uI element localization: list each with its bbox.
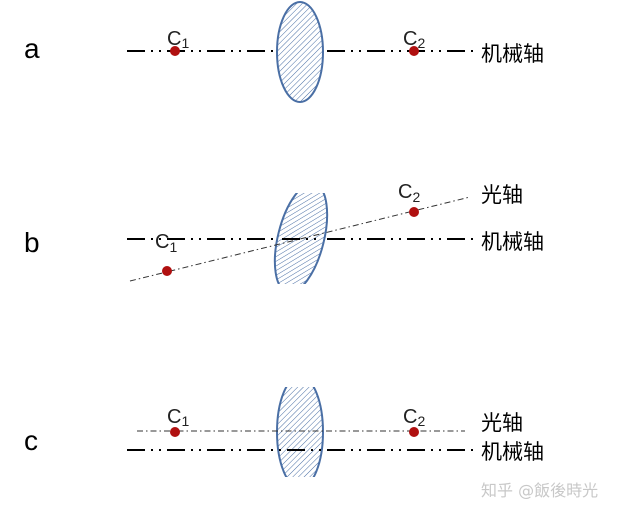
- panel-c: c C1 C2 光轴 机械轴: [24, 387, 544, 477]
- lens: [276, 387, 324, 477]
- optical-axis-label: 光轴: [481, 411, 523, 435]
- point-c1: [170, 46, 180, 56]
- c1-label: C1: [155, 231, 177, 255]
- mechanical-axis-label: 机械轴: [481, 42, 544, 66]
- point-c1: [170, 427, 180, 437]
- panel-label: b: [24, 227, 40, 258]
- tilted-lens: [273, 193, 329, 284]
- mechanical-axis-label: 机械轴: [481, 440, 544, 464]
- mechanical-axis-label: 机械轴: [481, 230, 544, 254]
- point-c2: [409, 207, 419, 217]
- panel-label: a: [24, 33, 40, 64]
- c2-label: C2: [403, 28, 425, 51]
- point-c2: [409, 427, 419, 437]
- point-c1: [162, 266, 172, 276]
- c1-label: C1: [167, 28, 189, 51]
- watermark: 知乎 @飯後時光: [481, 481, 598, 500]
- lens: [276, 1, 324, 103]
- panel-label: c: [24, 425, 38, 456]
- c2-label: C2: [403, 406, 425, 429]
- panel-b: b C1 C2 光轴 机械轴: [24, 181, 544, 284]
- optical-axis-label: 光轴: [481, 183, 523, 207]
- c2-label: C2: [398, 181, 420, 205]
- point-c2: [409, 46, 419, 56]
- optical-axis-line: [129, 196, 471, 282]
- panel-a: a C1 C2 机械轴: [24, 1, 544, 103]
- c1-label: C1: [167, 406, 189, 429]
